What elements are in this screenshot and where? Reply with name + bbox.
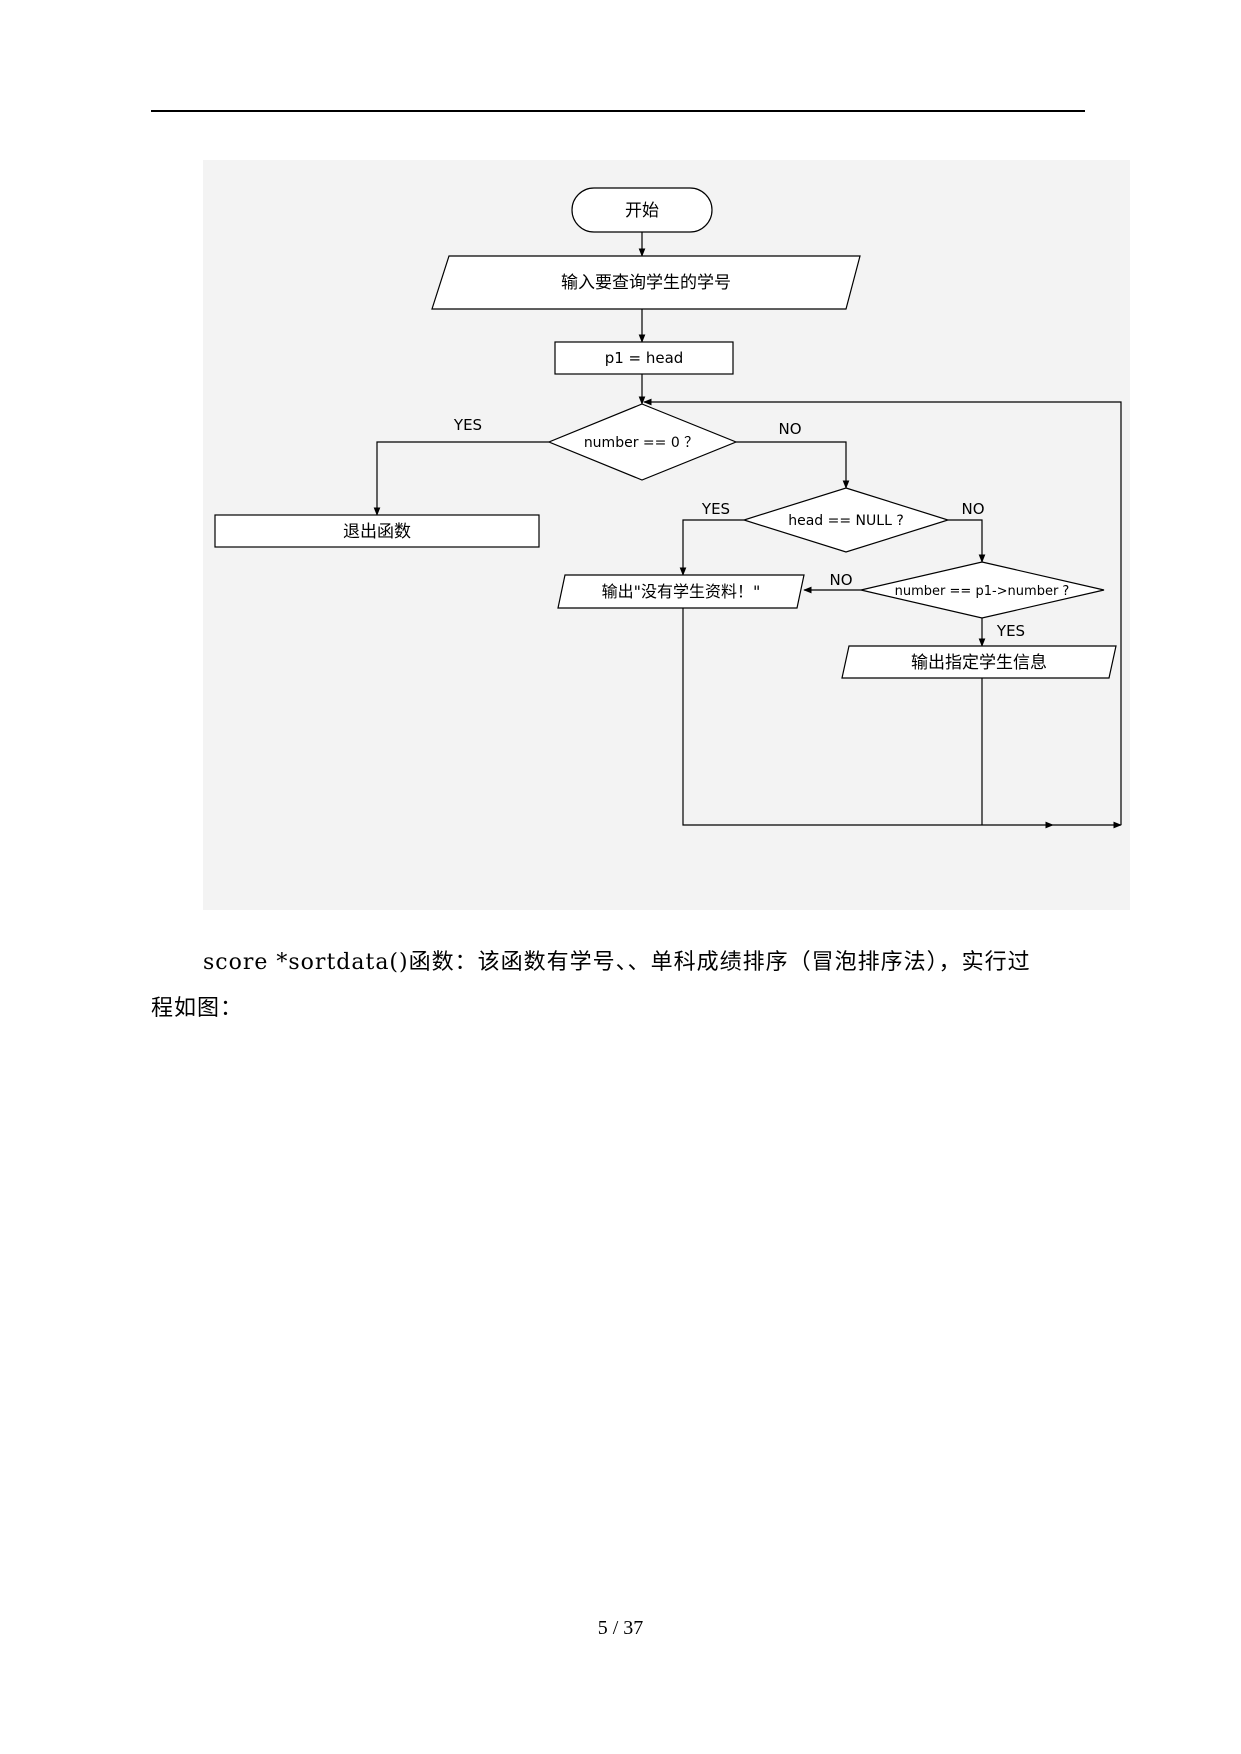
exit-process [214,514,540,548]
input-parallelogram [431,255,861,310]
decision-head-null-label: head == NULL ? [788,513,904,529]
input-label: 输入要查询学生的学号 [561,273,731,293]
no-zero-label: NO [778,420,801,438]
decision-number-zero [547,403,738,481]
yes-match-label: YES [996,622,1025,640]
no-null-label: NO [961,500,984,518]
assign-process [554,341,734,375]
flowchart-svg: 开始 输入要查询学生的学号 p1 = head number == 0 ？ YE… [214,187,1122,829]
loop-back-line [643,398,1122,825]
decision-head-null [741,487,951,553]
yes-null-label: YES [701,500,730,518]
no-match-label: NO [829,571,852,589]
paragraph-line-1: score *sortdata()函数：该函数有学号、、单科成绩排序（冒泡排序法… [203,950,1031,975]
flowchart-figure: 开始 输入要查询学生的学号 p1 = head number == 0 ？ YE… [203,160,1130,910]
page-number: 5 / 37 [597,1617,644,1639]
output-no-data-label: 输出"没有学生资料！" [602,582,761,601]
header-rule [151,110,1085,112]
decision-number-zero-label: number == 0 ？ [584,435,698,451]
body-paragraph: score *sortdata()函数：该函数有学号、、单科成绩排序（冒泡排序法… [151,940,1085,1032]
yes-zero-label: YES [453,416,482,434]
exit-label: 退出函数 [343,522,411,542]
output-info-label: 输出指定学生信息 [911,653,1047,673]
output-info-parallelogram [841,645,1117,679]
assign-label: p1 = head [605,349,684,367]
paragraph-line-2: 程如图： [151,996,244,1021]
output-no-data-parallelogram [557,574,805,609]
start-label: 开始 [625,201,659,221]
decision-number-match-label: number == p1->number ? [895,584,1070,599]
